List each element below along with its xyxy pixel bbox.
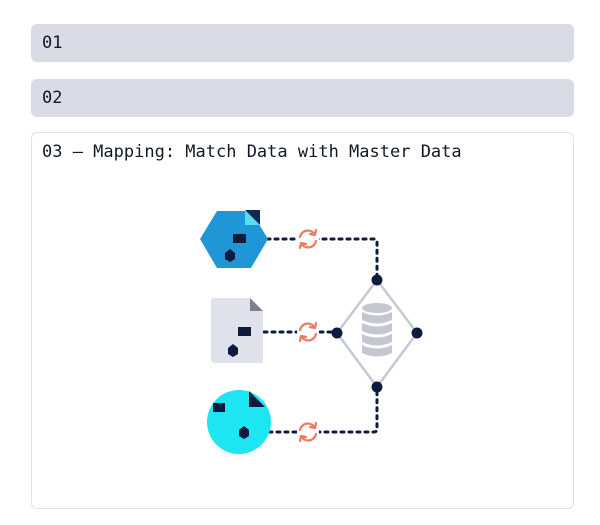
- accordion-item-01-label: 01: [42, 33, 63, 53]
- connector-bottom: [267, 387, 379, 434]
- sync-icon: [297, 421, 319, 443]
- accordion-item-01[interactable]: 01: [31, 24, 574, 62]
- accordion-item-03-title: 03 — Mapping: Match Data with Master Dat…: [42, 142, 462, 162]
- source-inner-connectors: [217, 237, 243, 433]
- accordion-item-02[interactable]: 02: [31, 79, 574, 117]
- accordion-item-02-label: 02: [42, 88, 63, 108]
- diamond-junction: [331, 274, 423, 393]
- junction-node-left: [331, 327, 343, 339]
- junction-node-right: [411, 327, 423, 339]
- hexagon-source-icon: [200, 210, 268, 268]
- circle-source-icon: [207, 390, 271, 454]
- sync-icon: [297, 228, 319, 250]
- accordion-item-03: 03 — Mapping: Match Data with Master Dat…: [31, 132, 574, 509]
- junction-node-bottom: [371, 381, 383, 393]
- connector-lines: [217, 237, 379, 434]
- connector-top: [265, 237, 379, 279]
- accordion-item-03-header[interactable]: 03 — Mapping: Match Data with Master Dat…: [32, 133, 573, 173]
- junction-node-top: [371, 274, 383, 286]
- database-icon: [362, 303, 392, 357]
- sync-icon: [297, 321, 319, 343]
- file-source-icon: [211, 298, 263, 363]
